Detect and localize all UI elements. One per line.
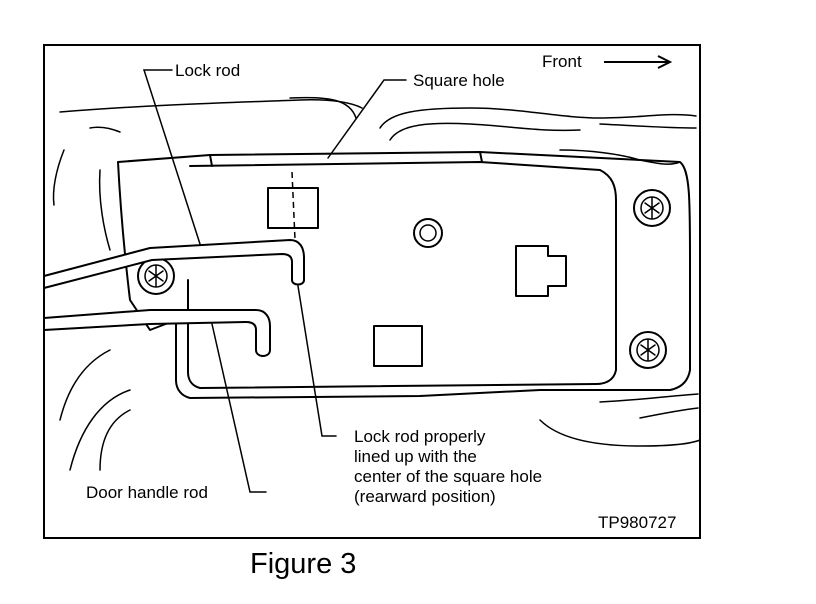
door-handle-rod (43, 309, 271, 357)
label-front: Front (542, 52, 582, 71)
label-lined-up-line-1: Lock rod properly (354, 427, 486, 446)
round-hole (413, 218, 443, 248)
label-lined-up-line-3: center of the square hole (354, 467, 542, 486)
lock-rod (43, 239, 305, 289)
figure-code: TP980727 (598, 513, 676, 532)
lower-square-hole (373, 325, 423, 367)
front-arrow-icon (604, 55, 673, 69)
label-lined-up-line-2: lined up with the (354, 447, 477, 466)
connector-socket (515, 245, 567, 297)
label-square-hole: Square hole (413, 71, 505, 90)
figure-caption: Figure 3 (250, 548, 356, 580)
label-lock-rod: Lock rod (175, 61, 240, 80)
label-lined-up-line-4: (rearward position) (354, 487, 496, 506)
mounting-screw-left (137, 257, 175, 295)
door-panel-contours (52, 96, 701, 471)
square-hole (267, 187, 319, 229)
mounting-screw-bottom-right (629, 331, 667, 369)
mounting-screw-top-right (633, 189, 671, 227)
leader-lines (142, 69, 407, 493)
label-door-handle-rod: Door handle rod (86, 483, 208, 502)
